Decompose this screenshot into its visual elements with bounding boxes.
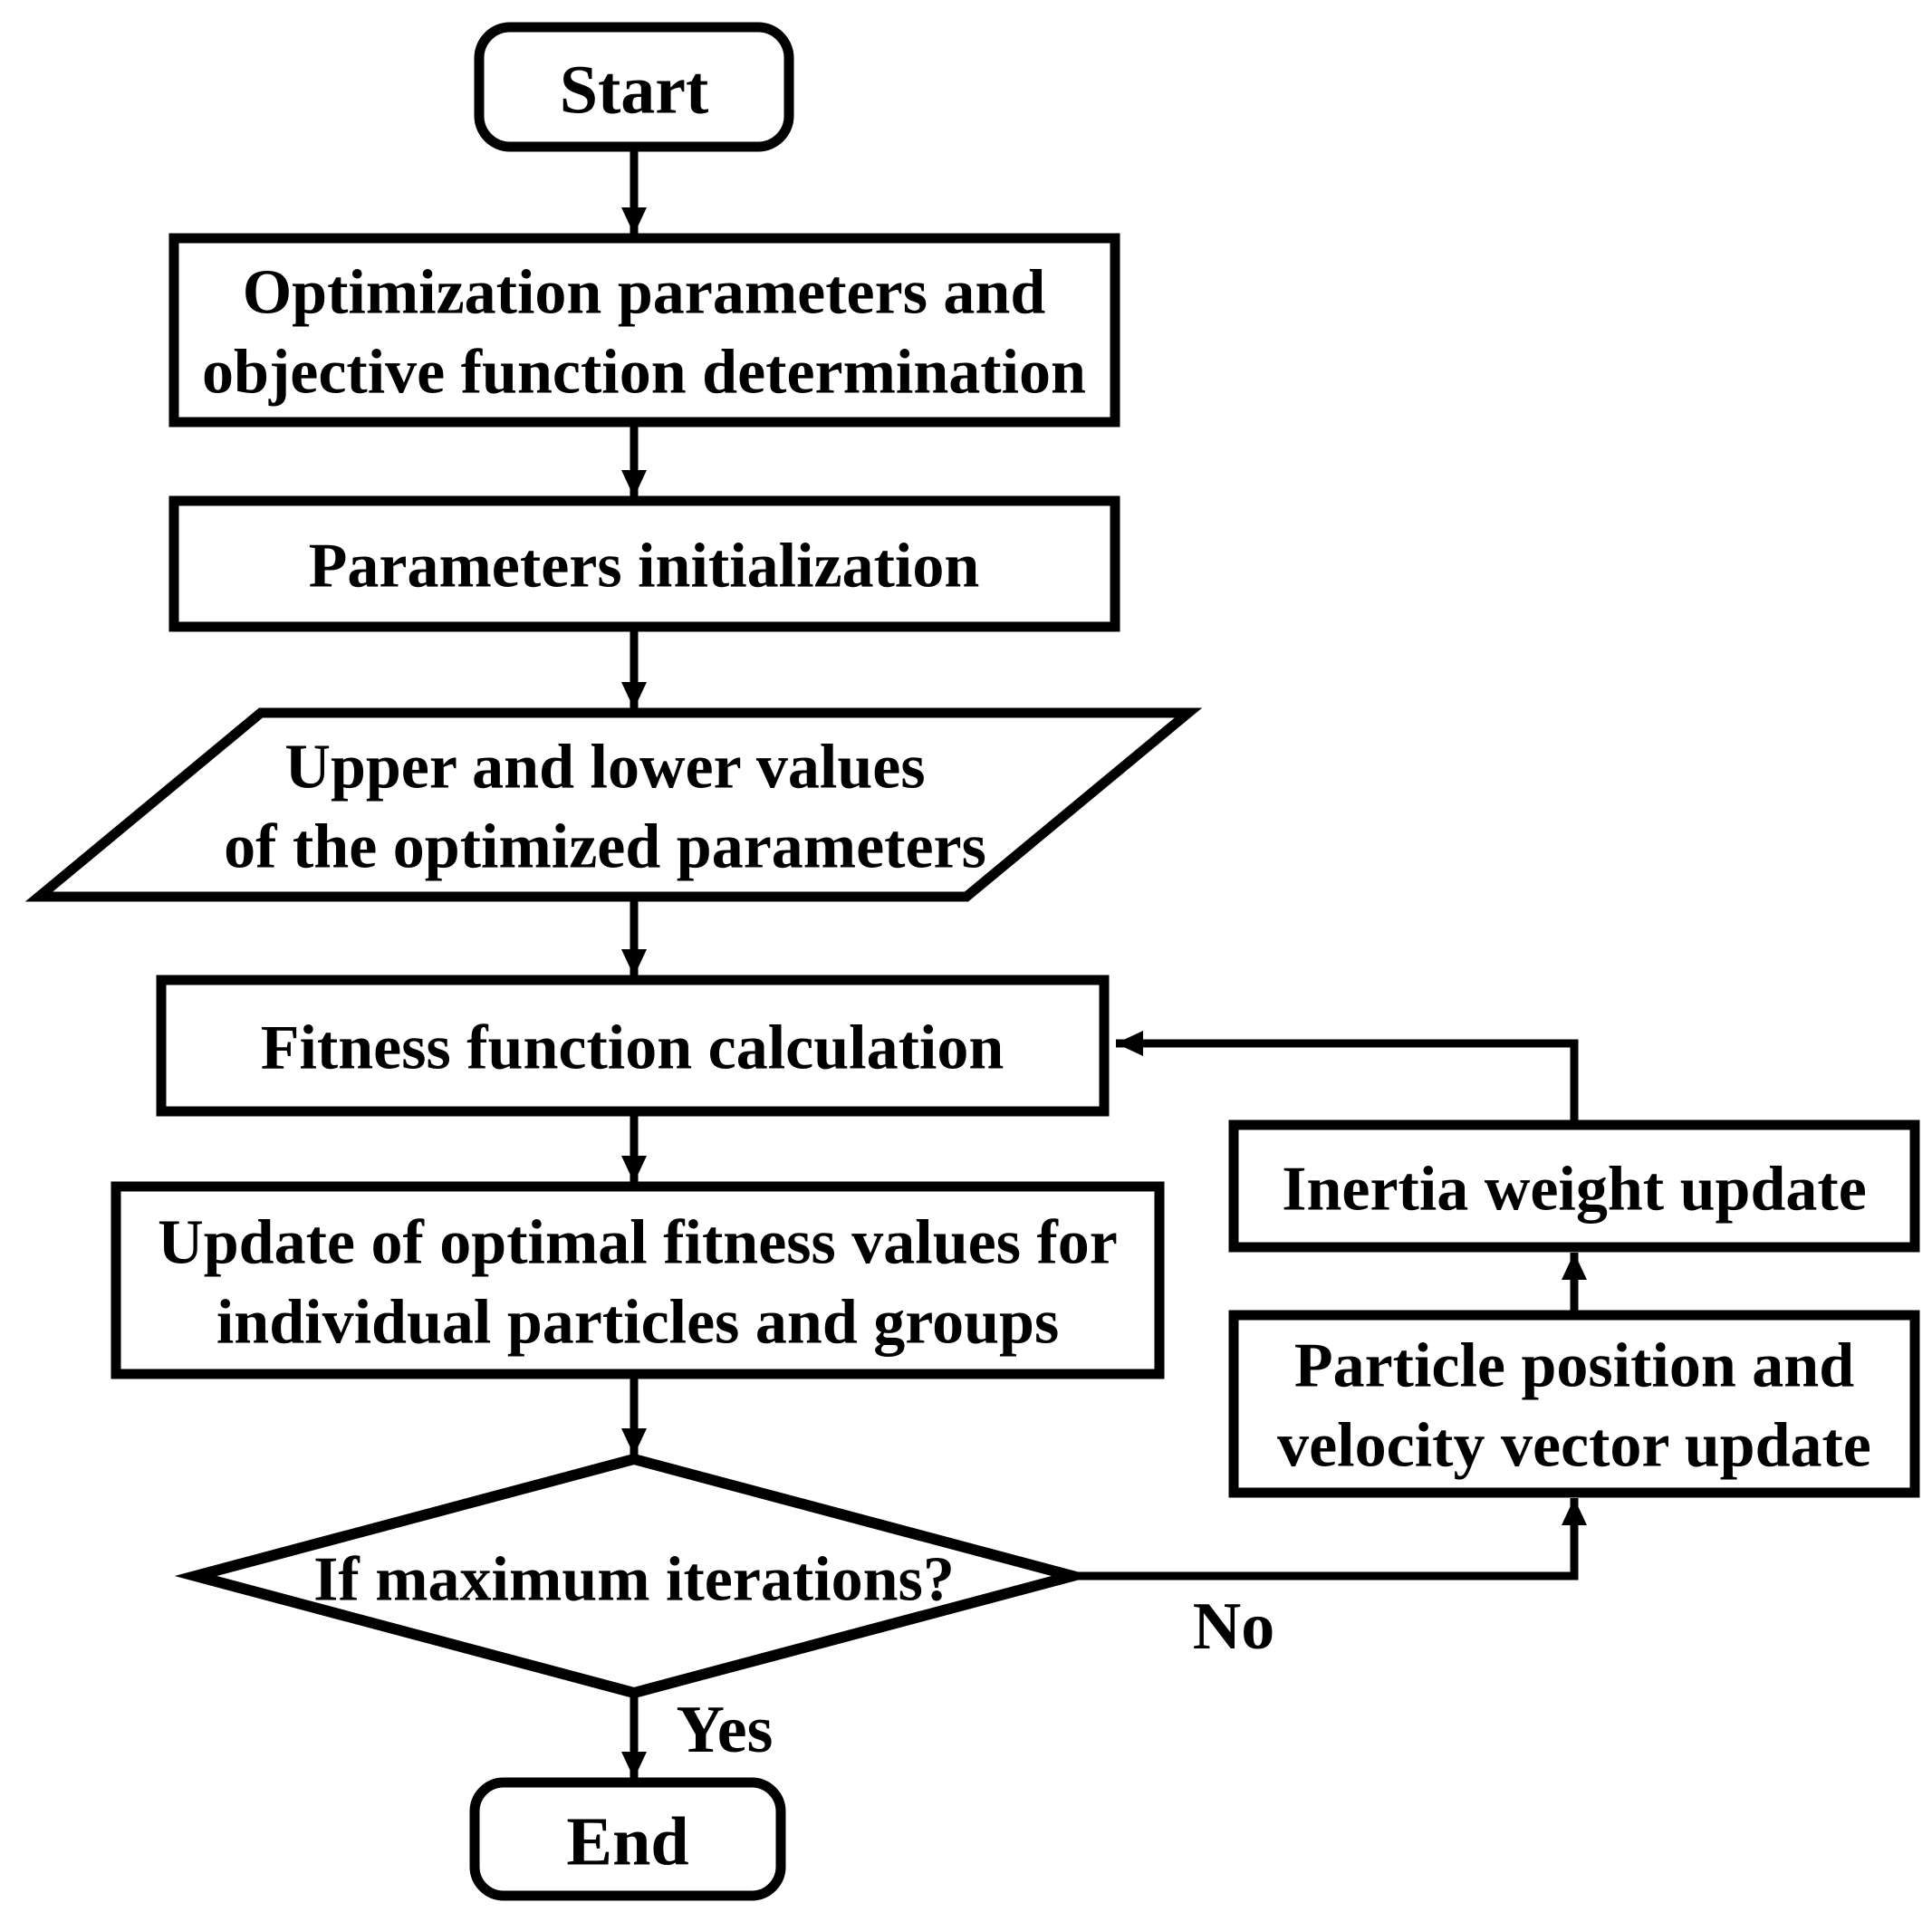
end-terminator-shape	[469, 1777, 786, 1901]
max-iterations-diamond	[174, 1453, 1094, 1699]
node-fitness-calculation: Fitness function calculation	[156, 975, 1110, 1117]
node-optimization-parameters: Optimization parameters and objective fu…	[168, 233, 1120, 428]
optimization-parameters-label-line2: objective function determination	[202, 338, 1086, 408]
update-optimal-fitness-label-line2: individual particles and groups	[216, 1288, 1059, 1358]
inertia-update-label: Inertia weight update	[1282, 1155, 1867, 1225]
max-iterations-label: If maximum iterations?	[313, 1545, 955, 1615]
parameters-initialization-shape	[168, 495, 1120, 632]
particle-update-label-line1: Particle position and	[1294, 1331, 1854, 1401]
optimization-parameters-label-line1: Optimization parameters and	[243, 258, 1046, 328]
start-terminator-shape	[474, 22, 794, 152]
parameter-bounds-label-line2: of the optimized parameters	[224, 812, 986, 882]
fitness-calculation-label: Fitness function calculation	[261, 1014, 1004, 1083]
node-max-iterations-decision: If maximum iterations?	[174, 1453, 1094, 1699]
node-inertia-update: Inertia weight update	[1228, 1119, 1920, 1253]
node-end: End	[469, 1777, 786, 1901]
node-parameters-initialization: Parameters initialization	[168, 495, 1120, 632]
inertia-update-shape	[1228, 1119, 1920, 1253]
node-parameter-bounds: Upper and lower values of the optimized …	[24, 707, 1203, 902]
fitness-calculation-shape	[156, 975, 1110, 1117]
end-label: End	[566, 1804, 688, 1880]
particle-update-shape	[1228, 1310, 1920, 1498]
node-start: Start	[474, 22, 794, 152]
node-particle-update: Particle position and velocity vector up…	[1228, 1310, 1920, 1498]
optimization-parameters-shape	[168, 233, 1120, 428]
start-label: Start	[560, 53, 709, 129]
yes-edge-label: Yes	[677, 1693, 774, 1767]
no-edge-label: No	[1193, 1590, 1274, 1664]
edge-decision-no-to-particle	[1072, 1498, 1587, 1581]
parameters-initialization-label: Parameters initialization	[309, 532, 980, 601]
edge-inertia-to-fitness	[1116, 1031, 1579, 1125]
parameter-bounds-label-line1: Upper and lower values	[284, 733, 925, 802]
particle-update-label-line2: velocity vector update	[1277, 1411, 1871, 1481]
node-update-optimal-fitness: Update of optimal fitness values for ind…	[111, 1181, 1165, 1379]
parameter-bounds-parallelogram	[24, 707, 1203, 902]
update-optimal-fitness-shape	[111, 1181, 1165, 1379]
update-optimal-fitness-label-line1: Update of optimal fitness values for	[158, 1208, 1118, 1278]
